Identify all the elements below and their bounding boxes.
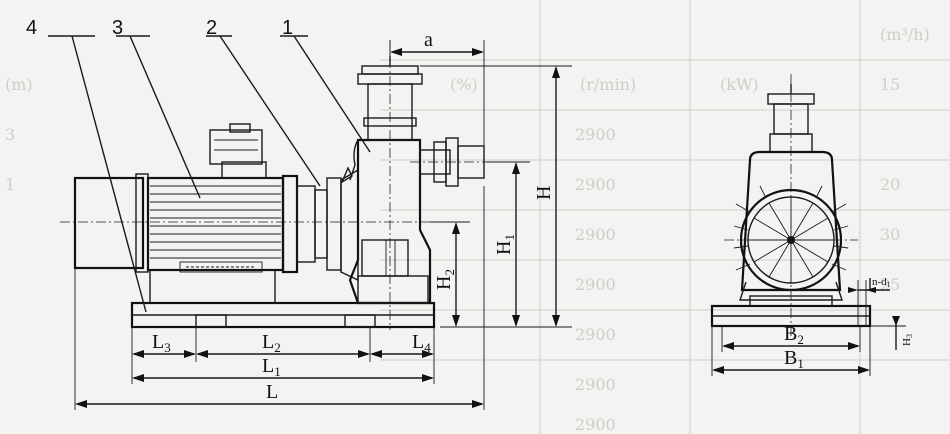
- end-fins: [733, 185, 849, 271]
- dim-H1-label: H1: [493, 234, 517, 255]
- nameplate: [179, 261, 263, 273]
- end-view: B2 B1 n-d1 H3: [710, 74, 914, 376]
- bg-cell-rpm4: 2900: [575, 275, 616, 294]
- background-table: 15 20 30 25 3 1 2900 2900 2900 2900 2900…: [5, 0, 950, 434]
- bg-cell-rpm6: 2900: [575, 375, 616, 394]
- dim-L4-label: L4: [412, 331, 431, 355]
- bg-cell-rpm5: 2900: [575, 325, 616, 344]
- dim-H3-label: H3: [901, 334, 914, 346]
- bg-head-m: (m): [5, 75, 33, 94]
- dim-L3-label: L3: [152, 331, 171, 355]
- motor-support: [149, 269, 276, 303]
- pump-inlet-chamber: [361, 239, 409, 277]
- coupling: [296, 185, 316, 263]
- dim-L1-label: L1: [262, 355, 281, 379]
- bg-cell-15: 15: [880, 75, 900, 94]
- callout-2: 2: [206, 17, 217, 39]
- side-view: [60, 40, 520, 330]
- vertical-dimensions: H H1 H2: [420, 65, 572, 328]
- callout-3: 3: [112, 17, 123, 39]
- motor-body: [146, 176, 285, 272]
- bg-cell-30: 30: [880, 225, 900, 244]
- motor-flange: [281, 174, 299, 274]
- bg-cell-rpm1: 2900: [575, 125, 616, 144]
- base-foot-1: [195, 314, 227, 328]
- end-casing: [740, 150, 842, 292]
- dim-B1-label: B1: [784, 347, 804, 371]
- pump-bracket: [326, 177, 342, 271]
- bg-head-speed: (r/min): [580, 75, 636, 94]
- dim-L-label: L: [266, 381, 278, 403]
- motor-fins: [150, 185, 281, 259]
- bg-cell-20: 20: [880, 175, 900, 194]
- dim-nd1-label: n-d1: [872, 276, 891, 289]
- dim-H2-label: H2: [433, 269, 457, 290]
- dim-a-label: a: [424, 29, 433, 51]
- dim-H-label: H: [533, 186, 555, 200]
- bg-head-eff: (%): [450, 75, 478, 94]
- callout-4: 4: [26, 17, 37, 39]
- bg-head-power: (kW): [720, 75, 759, 94]
- terminal-box: [221, 161, 267, 179]
- horizontal-dimensions: L3 L2 L4 L1 L: [74, 186, 485, 410]
- motor-fan-cover: [73, 176, 145, 270]
- bg-head-flow: (m³/h): [880, 25, 930, 44]
- dim-B2-label: B2: [784, 323, 804, 347]
- pump-foot: [357, 275, 429, 304]
- bg-cell-rpm7: 2900: [575, 415, 616, 434]
- callouts: 4 3 2 1: [26, 17, 371, 313]
- bg-cell-rpm3: 2900: [575, 225, 616, 244]
- bg-cell-rpm2: 2900: [575, 175, 616, 194]
- base-foot-2: [344, 314, 376, 328]
- terminal-cover: [209, 129, 263, 165]
- bg-cell-3: 3: [5, 125, 15, 144]
- dim-L2-label: L2: [262, 331, 281, 355]
- dim-a: a: [389, 29, 485, 146]
- bg-cell-1: 1: [5, 175, 15, 194]
- callout-1: 1: [282, 17, 293, 39]
- bg-cell-25: 25: [880, 275, 900, 294]
